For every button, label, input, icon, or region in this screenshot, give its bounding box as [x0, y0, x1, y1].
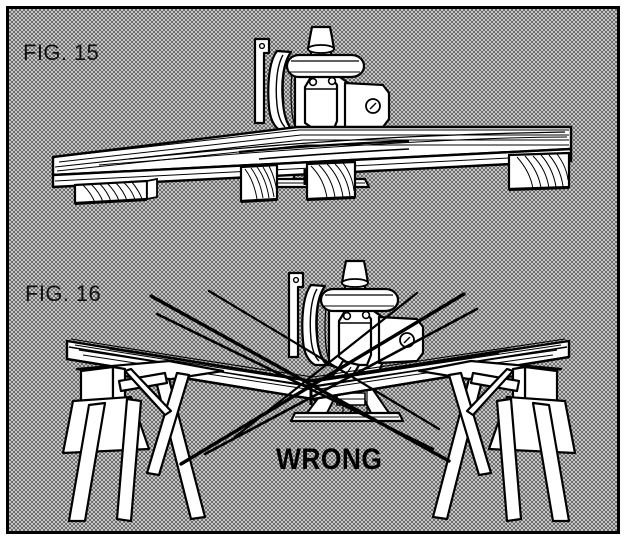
fig16-sawhorse-right [417, 359, 577, 523]
fig15-support-block-right [507, 151, 571, 191]
fig15-support-block-middle [239, 163, 279, 203]
figure-frame: FIG. 15 FIG. 16 WRONG [6, 6, 620, 534]
fig16-sawhorse-left [61, 359, 225, 523]
fig15-support-block-left [73, 177, 158, 205]
figure-artwork [51, 25, 577, 523]
wrong-caption: WRONG [276, 443, 383, 476]
fig16-label: FIG. 16 [25, 281, 102, 306]
fig15-label: FIG. 15 [23, 40, 100, 65]
cross-out-mark [149, 289, 479, 466]
fig15-assembly [51, 25, 573, 205]
fig15-support-block-right-inner [305, 160, 357, 201]
fig16-assembly [61, 259, 577, 523]
